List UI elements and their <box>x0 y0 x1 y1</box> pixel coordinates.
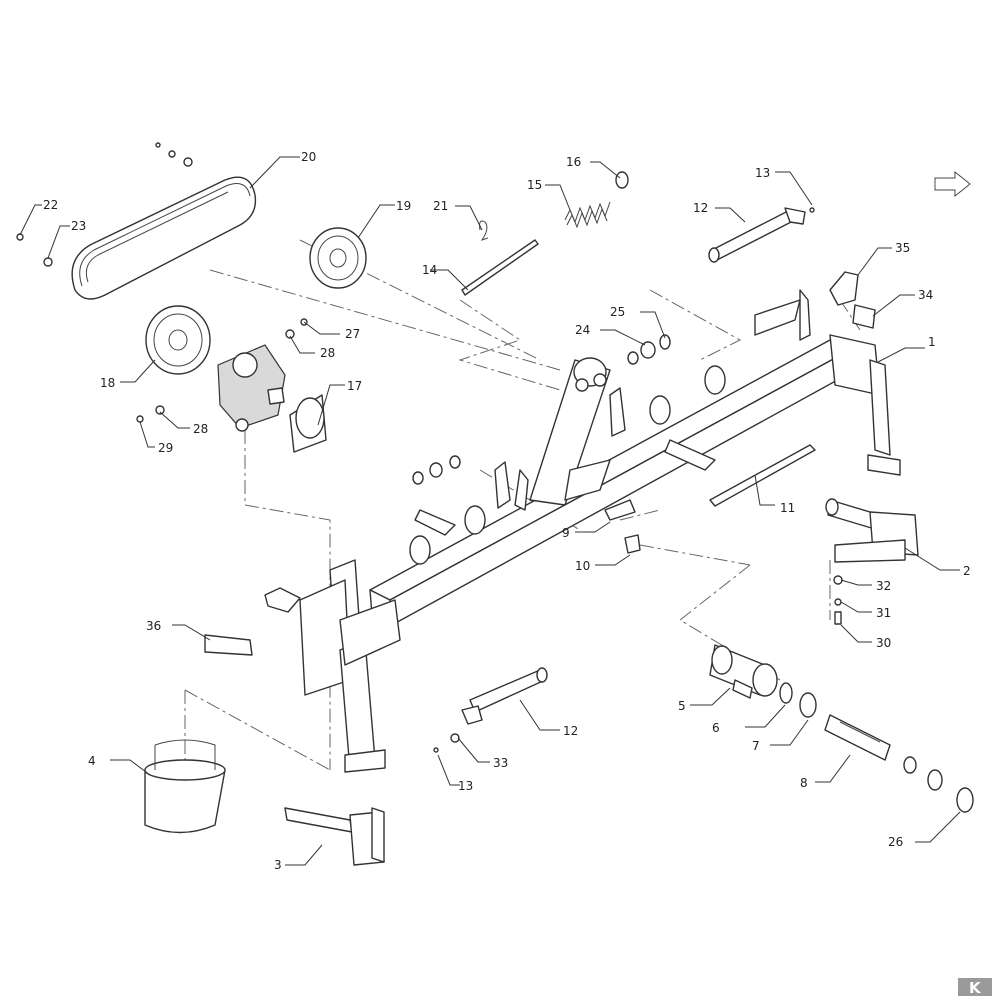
label-7: 7 <box>752 739 760 753</box>
label-25: 25 <box>610 305 625 319</box>
label-33: 33 <box>493 756 508 770</box>
label-13-upper: 13 <box>755 166 770 180</box>
label-23: 23 <box>71 219 86 233</box>
label-11: 11 <box>780 501 795 515</box>
part-17-hub <box>289 394 327 453</box>
part-small-washer-4 <box>449 455 461 469</box>
part-36-tab <box>264 587 301 613</box>
part-18-pulley <box>145 305 211 375</box>
label-32: 32 <box>876 579 891 593</box>
label-34: 34 <box>918 288 933 302</box>
label-13-lower: 13 <box>458 779 473 793</box>
label-24: 24 <box>575 323 590 337</box>
part-7-bearing <box>799 692 817 718</box>
part-26-ring <box>956 787 974 813</box>
label-6: 6 <box>712 721 720 735</box>
label-15: 15 <box>527 178 542 192</box>
label-29: 29 <box>158 441 173 455</box>
part-14-pin <box>461 239 539 296</box>
part-36-bracket <box>204 634 253 656</box>
label-12-lower: 12 <box>563 724 578 738</box>
label-21: 21 <box>433 199 448 213</box>
part-12-shaft-lower <box>461 667 548 725</box>
part-11-rod <box>709 444 816 507</box>
label-12-upper: 12 <box>693 201 708 215</box>
label-22: 22 <box>43 198 58 212</box>
brand-logo-text: K <box>969 979 982 997</box>
gearbox <box>217 344 286 432</box>
label-4: 4 <box>88 754 96 768</box>
label-3: 3 <box>274 858 282 872</box>
leader-lines <box>19 156 961 866</box>
label-17: 17 <box>347 379 362 393</box>
part-4-guard <box>144 739 226 834</box>
part-small-washer-2 <box>412 471 424 485</box>
part-small-washer-1 <box>627 351 639 365</box>
label-14: 14 <box>422 263 437 277</box>
part-35-bracket <box>829 271 859 306</box>
part-12-shaft-upper <box>708 207 806 263</box>
part-34-pad <box>852 304 876 329</box>
part-small-washer-3 <box>429 462 443 478</box>
part-20-belt <box>71 176 257 300</box>
part-25-washer <box>659 334 671 350</box>
part-3-support <box>284 807 385 866</box>
part-24-nut <box>640 341 656 359</box>
part-5-housing <box>709 644 778 699</box>
main-frame <box>299 289 901 773</box>
label-28-upper: 28 <box>320 346 335 360</box>
part-6-circlip <box>779 682 793 704</box>
label-18: 18 <box>100 376 115 390</box>
brand-logo: K <box>958 978 992 997</box>
part-21-clip <box>479 220 489 241</box>
label-28-lower: 28 <box>193 422 208 436</box>
part-8-shaft <box>824 714 943 791</box>
label-10: 10 <box>575 559 590 573</box>
part-labels: 1 2 3 4 5 6 7 8 9 10 11 12 12 13 13 14 1… <box>43 150 971 872</box>
direction-arrow-icon <box>934 170 971 198</box>
part-9-plate <box>604 499 636 521</box>
label-31: 31 <box>876 606 891 620</box>
part-10-clip <box>624 534 641 554</box>
label-19: 19 <box>396 199 411 213</box>
part-16-washer <box>615 171 629 189</box>
label-35: 35 <box>895 241 910 255</box>
label-9: 9 <box>562 526 570 540</box>
label-30: 30 <box>876 636 891 650</box>
label-2: 2 <box>963 564 971 578</box>
label-5: 5 <box>678 699 686 713</box>
label-1: 1 <box>928 335 936 349</box>
label-16: 16 <box>566 155 581 169</box>
part-19-pulley <box>309 227 367 289</box>
label-20: 20 <box>301 150 316 164</box>
label-36: 36 <box>146 619 161 633</box>
label-27: 27 <box>345 327 360 341</box>
label-26: 26 <box>888 835 903 849</box>
label-8: 8 <box>800 776 808 790</box>
part-2-support <box>825 498 919 563</box>
part-15-spring <box>564 201 611 229</box>
fasteners <box>16 142 843 753</box>
